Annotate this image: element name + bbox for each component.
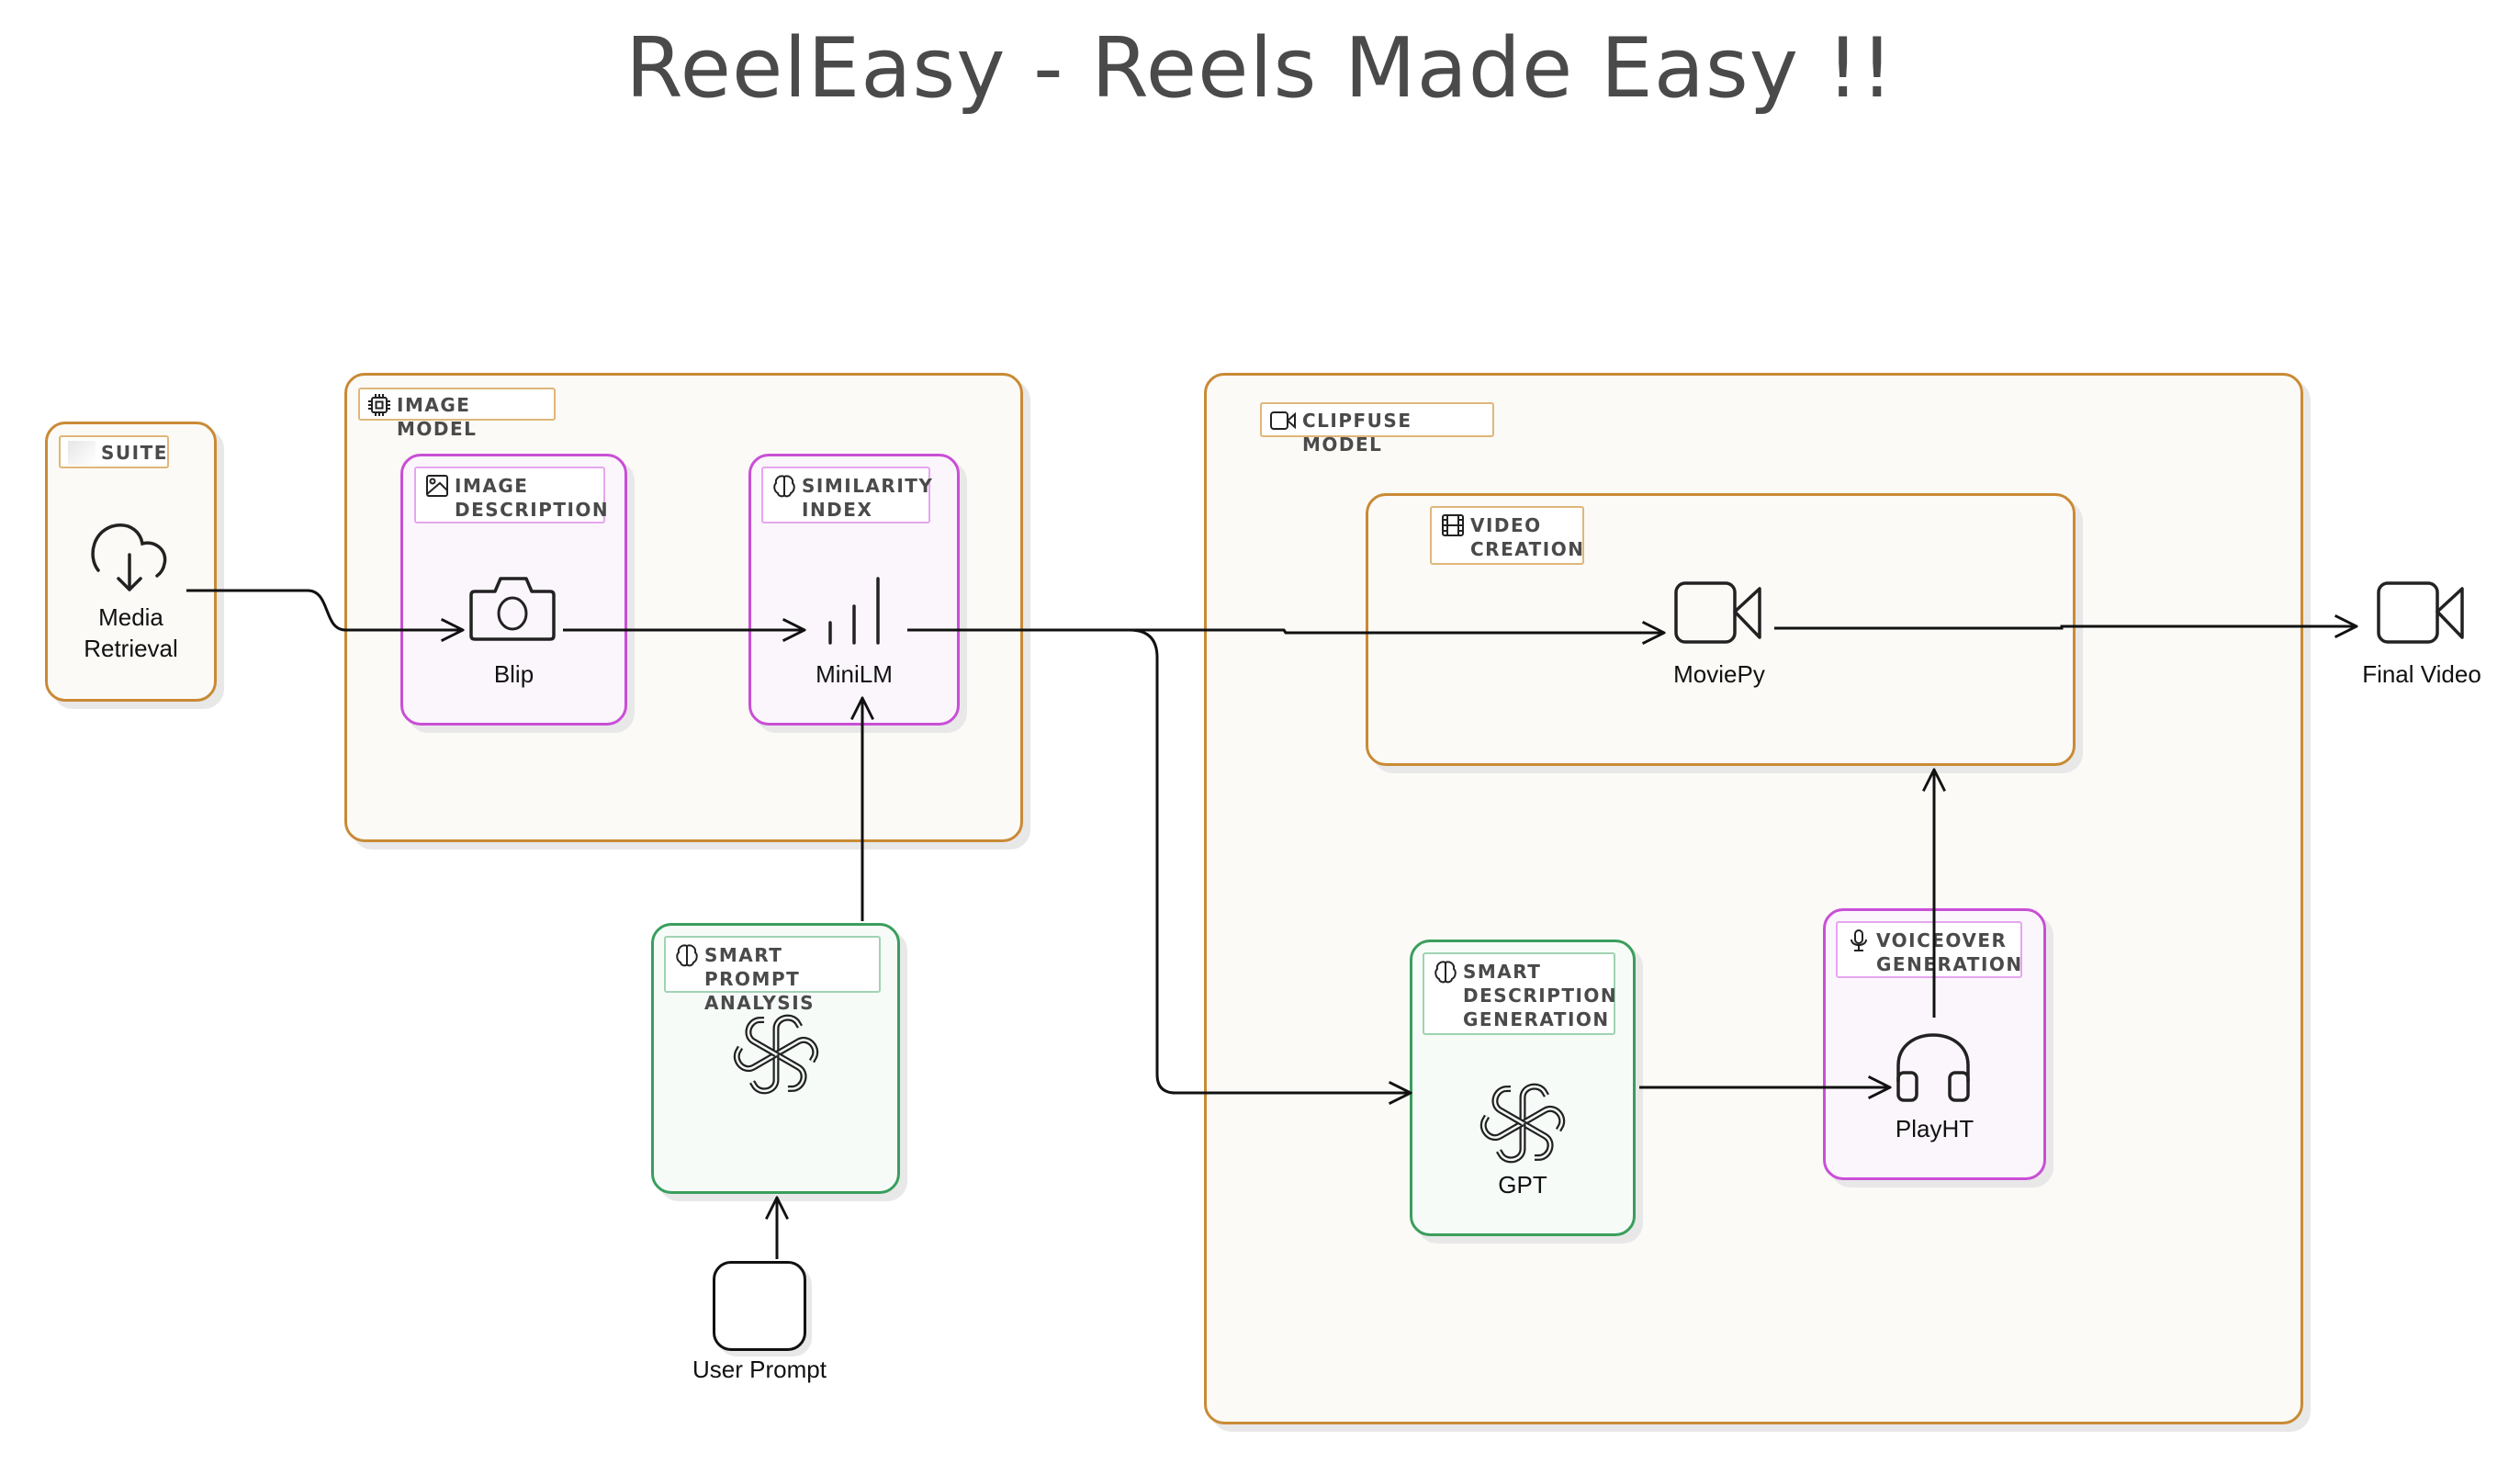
brain-icon — [1434, 961, 1457, 984]
camera-icon — [469, 577, 556, 641]
cloud-download-icon — [91, 523, 167, 591]
video-creation-tag-line1: VIDEO — [1470, 514, 1542, 536]
openai-icon-link-inner — [736, 1046, 777, 1070]
openai-icon-link-inner — [775, 1052, 805, 1090]
smart-description-generation-tag: SMART DESCRIPTION GENERATION — [1423, 952, 1618, 1035]
media-retrieval-label-line1: Media — [98, 603, 163, 631]
video-camera-icon — [1270, 411, 1296, 430]
smart-description-tag-line3: GENERATION — [1463, 1008, 1610, 1030]
media-retrieval-label-line2: Retrieval — [84, 635, 178, 662]
video-creation-tag: VIDEO CREATION — [1430, 506, 1584, 565]
image-icon — [426, 475, 448, 497]
smart-description-tag-line1: SMART — [1463, 961, 1542, 983]
gpt-label: GPT — [1498, 1171, 1547, 1199]
similarity-index-tag-line2: INDEX — [802, 499, 873, 521]
microphone-icon — [1851, 929, 1867, 951]
playht-label: PlayHT — [1895, 1115, 1974, 1142]
smart-prompt-tag-line2: ANALYSIS — [704, 992, 816, 1014]
signal-bars-icon — [828, 577, 880, 645]
image-description-tag: IMAGE DESCRIPTION — [414, 467, 608, 523]
voiceover-tag-line1: VOICEOVER — [1876, 929, 2008, 951]
smart-prompt-tag-line1: SMART PROMPT — [704, 944, 801, 990]
brain-icon — [676, 944, 698, 967]
openai-icon-link-inner — [1522, 1108, 1563, 1131]
openai-icon-link-inner — [775, 1039, 816, 1063]
openai-icon-link-inner — [1493, 1087, 1524, 1125]
openai-icon-link-inner — [1497, 1123, 1524, 1162]
video-camera-icon — [2377, 581, 2464, 644]
film-icon — [1442, 514, 1464, 536]
similarity-index-tag-line1: SIMILARITY — [802, 475, 934, 497]
blip-label: Blip — [493, 660, 534, 688]
minilm-label: MiniLM — [816, 660, 893, 688]
openai-icon-link-inner — [1521, 1085, 1548, 1123]
suite-tag-label: SUITE — [101, 442, 168, 464]
openai-icon-link-inner — [1482, 1115, 1524, 1139]
openai-icon — [1479, 1083, 1566, 1164]
video-creation-tag-line2: CREATION — [1470, 538, 1585, 560]
brain-icon — [773, 475, 795, 498]
media-retrieval-node[interactable]: Media Retrieval — [45, 422, 217, 702]
openai-icon-link-inner — [747, 1018, 777, 1056]
smart-prompt-analysis-tag: SMART PROMPT ANALYSIS — [664, 936, 881, 1014]
image-model-tag: IMAGE MODEL — [358, 388, 556, 440]
moviepy-label: MoviePy — [1673, 660, 1765, 688]
clipfuse-model-tag: CLIPFUSE MODEL — [1260, 402, 1494, 456]
clipfuse-model-tag-label: CLIPFUSE MODEL — [1302, 410, 1412, 456]
openai-icon-link-inner — [774, 1016, 802, 1054]
image-description-tag-line1: IMAGE — [455, 475, 529, 497]
suite-tag: SUITE — [59, 435, 169, 468]
diagram-title: ReelEasy - Reels Made Easy !! — [625, 20, 1895, 117]
suite-placeholder-icon — [68, 441, 96, 465]
chip-icon — [368, 394, 390, 416]
openai-icon-link-inner — [750, 1054, 778, 1093]
similarity-index-tag: SIMILARITY INDEX — [761, 467, 934, 523]
smart-description-tag-line2: DESCRIPTION — [1463, 985, 1618, 1007]
voiceover-tag-line2: GENERATION — [1876, 953, 2023, 975]
media-retrieval-label: Media Retrieval — [45, 602, 217, 664]
openai-icon — [733, 1014, 819, 1095]
openai-icon-link-inner — [1522, 1121, 1552, 1159]
headphones-icon — [1896, 1033, 1970, 1102]
final-video-label: Final Video — [2362, 660, 2481, 688]
image-model-tag-label: IMAGE MODEL — [397, 394, 478, 440]
user-prompt-label: User Prompt — [692, 1356, 827, 1383]
image-description-tag-line2: DESCRIPTION — [455, 499, 610, 521]
video-camera-icon — [1674, 581, 1761, 644]
user-prompt-node[interactable] — [713, 1261, 806, 1351]
voiceover-generation-tag: VOICEOVER GENERATION — [1836, 921, 2022, 978]
